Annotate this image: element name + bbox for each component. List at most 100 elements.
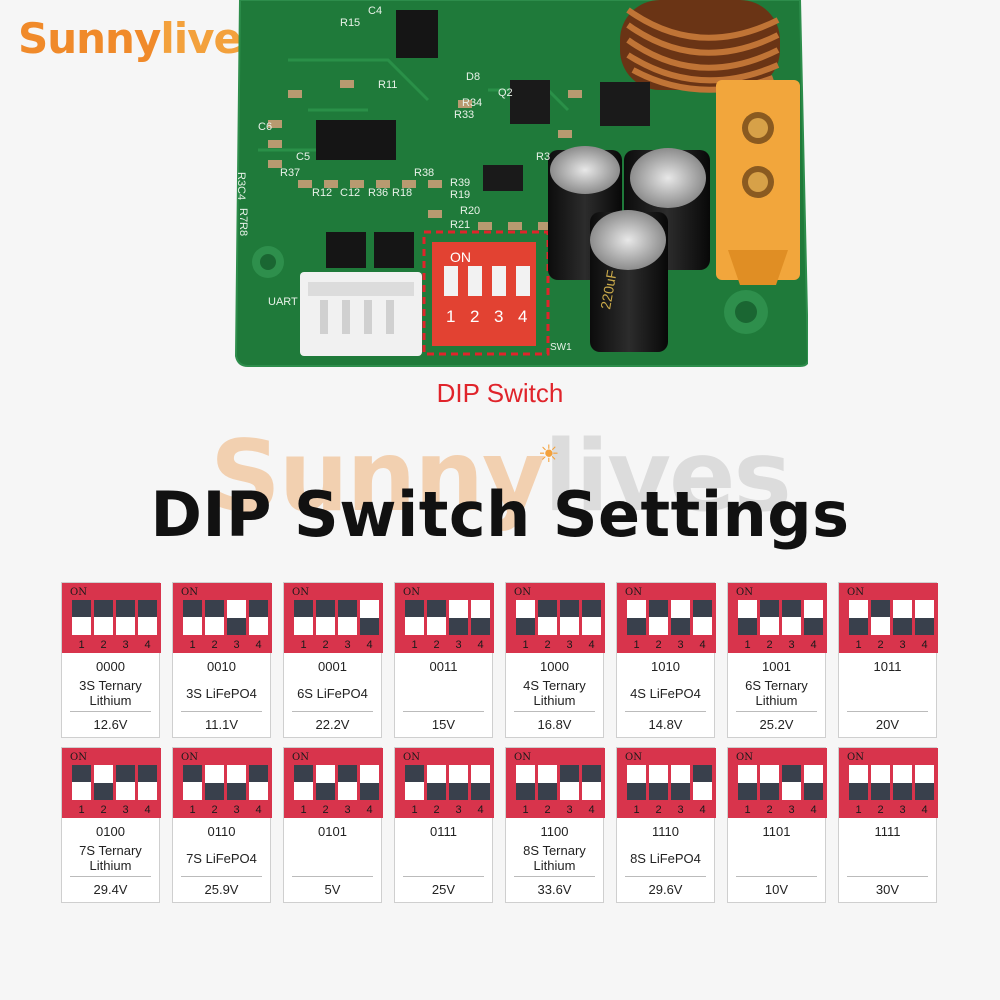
silk-r19: R19: [450, 189, 470, 201]
dip-knob: [249, 600, 268, 617]
dip-number: 3: [344, 639, 351, 651]
silk-r3: R3: [536, 151, 550, 163]
dip-knob: [471, 618, 490, 635]
dip-number: 3: [566, 639, 573, 651]
dip-slot: [471, 765, 490, 800]
dip-slot: [338, 600, 357, 635]
dip-number: 1: [300, 639, 307, 651]
dip-slot: [871, 600, 890, 635]
dip-knob: [582, 765, 601, 782]
battery-mode: [395, 677, 492, 709]
silk-r37: R37: [280, 167, 300, 179]
dip-on-label: ON: [70, 587, 87, 598]
dip-knob: [116, 765, 135, 782]
divider: [292, 711, 373, 712]
silk-d8: D8: [466, 71, 480, 83]
switch-code: 1111: [874, 824, 901, 839]
dip-knob: [893, 618, 912, 635]
dip-knob: [915, 618, 934, 635]
silk-r38: R38: [414, 167, 434, 179]
dip-knob: [915, 783, 934, 800]
dip-slot: [316, 600, 335, 635]
uart-connector: [300, 272, 422, 356]
dip-on-label: ON: [847, 752, 864, 763]
board-dip-num-3: 3: [494, 307, 503, 326]
dip-slot: [205, 600, 224, 635]
dip-on-label: ON: [514, 587, 531, 598]
dip-slot: [516, 600, 535, 635]
dip-number: 4: [144, 639, 151, 651]
dip-on-label: ON: [625, 587, 642, 598]
dip-on-label: ON: [736, 752, 753, 763]
dip-slot: [72, 765, 91, 800]
dip-slot: [360, 600, 379, 635]
dip-slot: [294, 600, 313, 635]
brand-logo-part-a: Sunny: [18, 14, 161, 63]
dip-knob: [205, 783, 224, 800]
dip-number: 1: [855, 639, 862, 651]
dip-knob: [360, 618, 379, 635]
battery-mode: 7S LiFePO4: [186, 850, 257, 866]
dip-slot: [427, 600, 446, 635]
divider: [292, 876, 373, 877]
dip-slot: [760, 600, 779, 635]
dip-knob: [760, 600, 779, 617]
switch-code: 1101: [762, 824, 791, 839]
silk-r15: R15: [340, 17, 360, 29]
voltage-value: 16.8V: [537, 717, 572, 732]
dip-number: 3: [788, 639, 795, 651]
voltage-value: 25.2V: [759, 717, 794, 732]
silk-c12: C12: [340, 187, 360, 199]
dip-slot: [849, 765, 868, 800]
dip-slot: [804, 600, 823, 635]
dip-knob: [316, 600, 335, 617]
switch-code: 1001: [762, 659, 791, 674]
dip-number: 3: [899, 639, 906, 651]
dip-number: 3: [344, 804, 351, 816]
dip-number: 2: [322, 804, 329, 816]
dip-slot: [94, 600, 113, 635]
battery-mode: 8S LiFePO4: [630, 850, 701, 866]
dip-number: 3: [677, 639, 684, 651]
voltage-value: 12.6V: [93, 717, 128, 732]
dip-knob: [94, 783, 113, 800]
dip-knob: [760, 783, 779, 800]
battery-mode: 4S LiFePO4: [630, 685, 701, 701]
switch-code: 1110: [652, 824, 679, 839]
switch-code: 0100: [96, 824, 125, 839]
board-dip-num-1: 1: [446, 307, 455, 326]
dip-number: 4: [255, 639, 262, 651]
dip-number: 1: [411, 639, 418, 651]
switch-code: 0000: [96, 659, 125, 674]
dip-knob: [360, 783, 379, 800]
battery-mode: 6S LiFePO4: [297, 685, 368, 701]
dip-knob: [72, 600, 91, 617]
battery-mode: 4S Ternary Lithium: [523, 678, 586, 708]
dip-on-label: ON: [736, 587, 753, 598]
dip-knob: [338, 765, 357, 782]
dip-slot: [560, 600, 579, 635]
dip-knob: [560, 765, 579, 782]
silk-r18: R18: [392, 187, 412, 199]
dip-on-label: ON: [847, 587, 864, 598]
dip-knob: [183, 765, 202, 782]
divider: [403, 876, 484, 877]
dip-slot: [449, 765, 468, 800]
dip-knob: [516, 618, 535, 635]
silk-r36: R36: [368, 187, 388, 199]
dip-slot: [649, 600, 668, 635]
divider: [625, 711, 706, 712]
dip-knob: [183, 600, 202, 617]
dip-slot: [582, 765, 601, 800]
battery-mode: 6S Ternary Lithium: [745, 678, 808, 708]
